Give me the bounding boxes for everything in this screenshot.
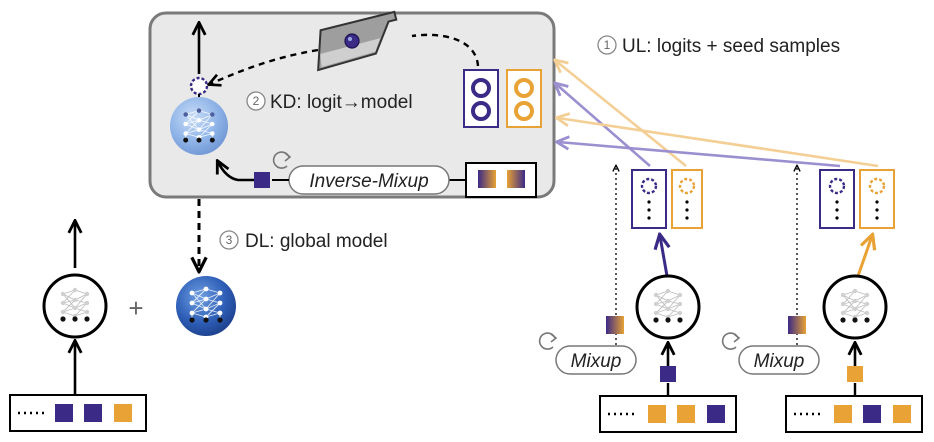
- client-b-model: [822, 274, 888, 340]
- svg-text:Inverse-Mixup: Inverse-Mixup: [309, 171, 428, 192]
- svg-text:2: 2: [253, 94, 260, 108]
- svg-text:KD: logit→model: KD: logit→model: [270, 92, 413, 113]
- client-a-model: [635, 274, 701, 340]
- kd-dashed-path: [411, 33, 480, 67]
- svg-text:UL: logits + seed samples: UL: logits + seed samples: [622, 36, 840, 57]
- client-a-logits-purple: [631, 169, 667, 229]
- server-model: [170, 97, 228, 155]
- refresh-icon: [721, 332, 740, 350]
- step-ul-label: 1 UL: logits + seed samples: [597, 35, 840, 57]
- svg-text:DL: global model: DL: global model: [245, 231, 388, 252]
- plus-sign: +: [128, 293, 143, 323]
- step-kd-label: 2 KD: logit→model: [246, 91, 413, 113]
- server-logit-node: [189, 76, 209, 96]
- svg-text:3: 3: [226, 233, 233, 247]
- kd-dashed-arrow: [210, 48, 319, 84]
- client-a-mixed-sample: [606, 316, 624, 334]
- client-a-logits-orange: [671, 169, 703, 229]
- left-client-model: [42, 273, 108, 339]
- synthetic-to-model-arrow: [218, 162, 254, 182]
- server-logits-purple: [463, 69, 499, 128]
- client-b-data: [785, 395, 923, 433]
- step-dl-label: 3 DL: global model: [219, 230, 388, 252]
- inverse-mixup-box: Inverse-Mixup: [288, 165, 450, 195]
- synthetic-sample: [254, 172, 270, 188]
- client-b-logits-purple: [819, 169, 855, 229]
- global-model: [176, 276, 236, 336]
- client-b-sample: [847, 366, 863, 382]
- server-logits-orange: [506, 69, 542, 128]
- svg-text:Mixup: Mixup: [571, 351, 622, 372]
- client-a-mixup-box: Mixup: [555, 345, 637, 375]
- seed-samples-box: [465, 162, 537, 198]
- client-b-logits-orange: [859, 169, 895, 229]
- client-a-data: [599, 395, 737, 433]
- client-b-mixup-box: Mixup: [738, 345, 820, 375]
- left-client-data: [9, 394, 147, 432]
- svg-text:1: 1: [604, 38, 611, 52]
- svg-text:Mixup: Mixup: [754, 351, 805, 372]
- client-a-sample: [660, 366, 676, 382]
- flask-icon: [317, 10, 398, 72]
- refresh-icon: [538, 332, 557, 350]
- client-b-mixed-sample: [788, 316, 806, 334]
- server-panel: [148, 11, 556, 199]
